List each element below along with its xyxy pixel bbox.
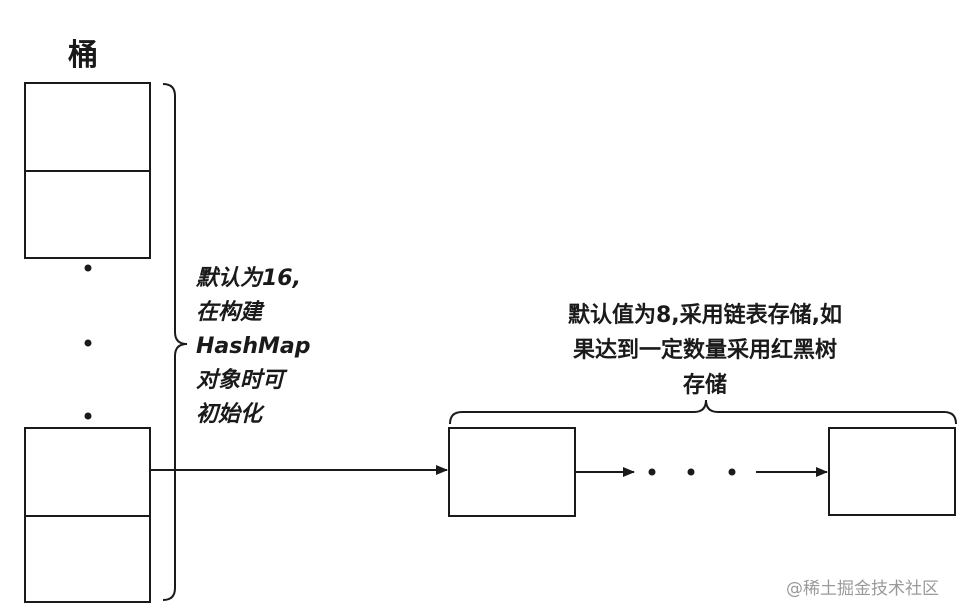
bucket-brace — [162, 83, 188, 601]
note-line: 默认为16, — [196, 266, 301, 291]
note-line: 在构建 — [196, 300, 263, 325]
note-line: 存储 — [682, 373, 727, 398]
bucket-title: 桶 — [68, 38, 98, 73]
note-line: 初始化 — [196, 402, 263, 427]
bucket-size-note: 默认为16, 在构建 HashMap 对象时可 初始化 — [196, 262, 311, 432]
note-line: HashMap — [196, 334, 311, 359]
ellipsis-dot — [728, 468, 736, 476]
ellipsis-dot — [84, 339, 92, 347]
bucket-cell — [24, 427, 151, 517]
ellipsis-dot — [84, 412, 92, 420]
list-brace — [449, 399, 957, 425]
bucket-cell — [24, 515, 151, 603]
watermark: @稀土掘金技术社区 — [786, 579, 939, 599]
bucket-ellipsis — [84, 264, 92, 420]
list-ellipsis — [648, 468, 736, 476]
ellipsis-dot — [84, 264, 92, 272]
note-line: 对象时可 — [196, 368, 285, 393]
ellipsis-dot — [648, 468, 656, 476]
list-threshold-note: 默认值为8,采用链表存储,如 果达到一定数量采用红黑树 存储 — [520, 298, 890, 403]
bucket-cell — [24, 170, 151, 259]
ellipsis-dot — [687, 468, 695, 476]
bucket-array-bottom — [24, 427, 151, 603]
list-node-last — [828, 427, 956, 516]
bucket-cell — [24, 82, 151, 172]
note-line: 默认值为8,采用链表存储,如 — [567, 303, 843, 328]
note-line: 果达到一定数量采用红黑树 — [572, 338, 837, 363]
bucket-array-top — [24, 82, 151, 259]
list-node-first — [448, 427, 576, 517]
